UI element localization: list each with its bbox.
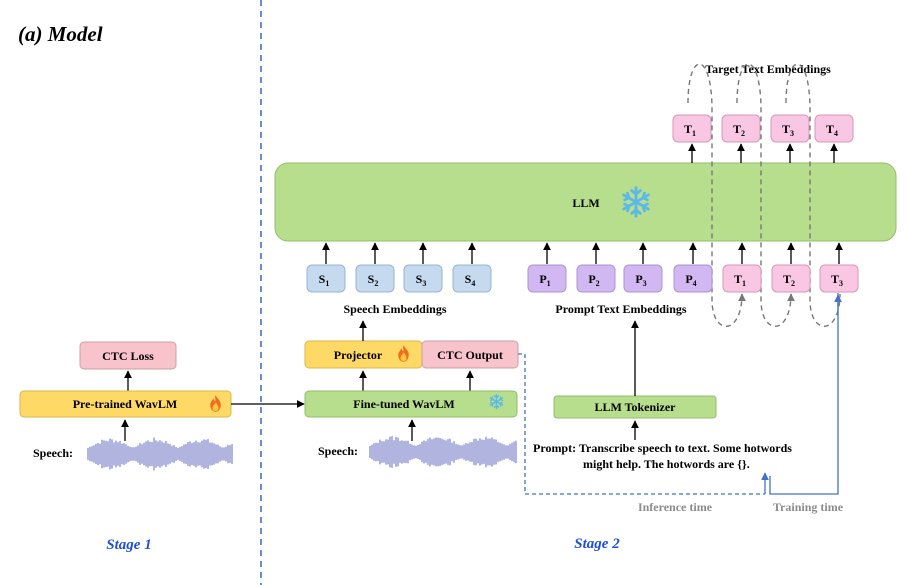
output-token-row: T1 T2 T3 T4	[672, 114, 854, 143]
prompt-text-line1: Prompt: Transcribe speech to text. Some …	[533, 441, 792, 455]
training-path	[769, 293, 839, 495]
input-text-token-box	[819, 264, 859, 293]
prompt-token-box	[576, 264, 616, 293]
output-text-token-label: T2	[733, 122, 745, 138]
waveform-stage1	[87, 437, 233, 471]
finetuned-wavlm-box	[304, 390, 518, 418]
input-text-token-box	[722, 264, 762, 293]
speech-token-1: S1	[306, 264, 346, 293]
speech-token-box	[306, 264, 346, 293]
projector-label: Projector	[334, 348, 383, 362]
input-text-token-label: T3	[831, 272, 843, 288]
prompt-token-box	[623, 264, 663, 293]
inference-path	[518, 353, 765, 495]
stage1-label: Stage 1	[106, 537, 151, 553]
prompt-token-2: P2	[576, 264, 616, 293]
input-text-token-row: T1 T2 T3	[722, 264, 859, 293]
prompt-token-row: P1 P2 P3 P4	[527, 264, 713, 293]
prompt-token-label: P1	[539, 272, 550, 288]
pretrained-wavlm-label: Pre-trained WavLM	[73, 397, 178, 411]
output-text-token-2: T2	[721, 114, 761, 143]
prompt-text-embeddings-label: Prompt Text Embeddings	[555, 302, 686, 316]
speech-embeddings-label: Speech Embeddings	[343, 302, 446, 316]
ctc-loss-box	[79, 341, 177, 370]
speech-token-2: S2	[355, 264, 395, 293]
speech-token-label: S4	[465, 272, 476, 288]
figure-title: (a) Model	[18, 22, 103, 46]
input-text-token-3: T3	[819, 264, 859, 293]
prompt-token-3: P3	[623, 264, 663, 293]
speech-label-stage2: Speech:	[318, 444, 358, 458]
speech-token-box	[452, 264, 492, 293]
prompt-token-box	[527, 264, 567, 293]
autoregressive-loops	[687, 63, 841, 327]
input-text-token-box	[771, 264, 811, 293]
output-text-token-3: T3	[770, 114, 810, 143]
prompt-token-label: P2	[588, 272, 599, 288]
stage2-label: Stage 2	[574, 536, 620, 552]
output-text-token-label: T3	[782, 122, 794, 138]
speech-token-row: S1 S2 S3 S4	[306, 264, 492, 293]
output-text-token-1: T1	[672, 114, 712, 143]
output-text-token-box	[770, 114, 810, 143]
output-text-token-label: T4	[826, 122, 838, 138]
input-text-token-2: T2	[771, 264, 811, 293]
llm-output-arrows	[688, 143, 838, 163]
speech-token-box	[403, 264, 443, 293]
speech-token-3: S3	[403, 264, 443, 293]
prompt-token-4: P4	[673, 264, 713, 293]
speech-token-label: S3	[416, 272, 427, 288]
token-to-llm-arrows	[322, 242, 843, 264]
input-text-token-label: T2	[783, 272, 795, 288]
target-text-embeddings-label: Target Text Embeddings	[705, 62, 831, 76]
training-time-label: Training time	[773, 500, 844, 514]
output-text-token-label: T1	[684, 122, 696, 138]
finetuned-wavlm-label: Fine-tuned WavLM	[353, 397, 454, 411]
speech-token-4: S4	[452, 264, 492, 293]
speech-token-label: S2	[368, 272, 379, 288]
output-text-token-box	[721, 114, 761, 143]
llm-tokenizer-label: LLM Tokenizer	[594, 400, 676, 414]
input-text-token-label: T1	[734, 272, 746, 288]
output-text-token-4: T4	[814, 114, 854, 143]
llm-box	[274, 162, 897, 242]
llm-label: LLM	[572, 196, 599, 210]
speech-token-box	[355, 264, 395, 293]
output-text-token-box	[672, 114, 712, 143]
waveform-stage2	[369, 435, 517, 469]
speech-label-stage1: Speech:	[33, 446, 73, 460]
prompt-token-box	[673, 264, 713, 293]
ctc-loss-label: CTC Loss	[102, 349, 154, 363]
prompt-token-label: P4	[685, 272, 696, 288]
prompt-token-1: P1	[527, 264, 567, 293]
prompt-token-label: P3	[635, 272, 646, 288]
inference-time-label: Inference time	[638, 500, 713, 514]
speech-token-label: S1	[319, 272, 330, 288]
output-text-token-box	[814, 114, 854, 143]
input-text-token-1: T1	[722, 264, 762, 293]
prompt-text-line2: might help. The hotwords are {}.	[583, 457, 750, 471]
ctc-output-label: CTC Output	[437, 348, 503, 362]
